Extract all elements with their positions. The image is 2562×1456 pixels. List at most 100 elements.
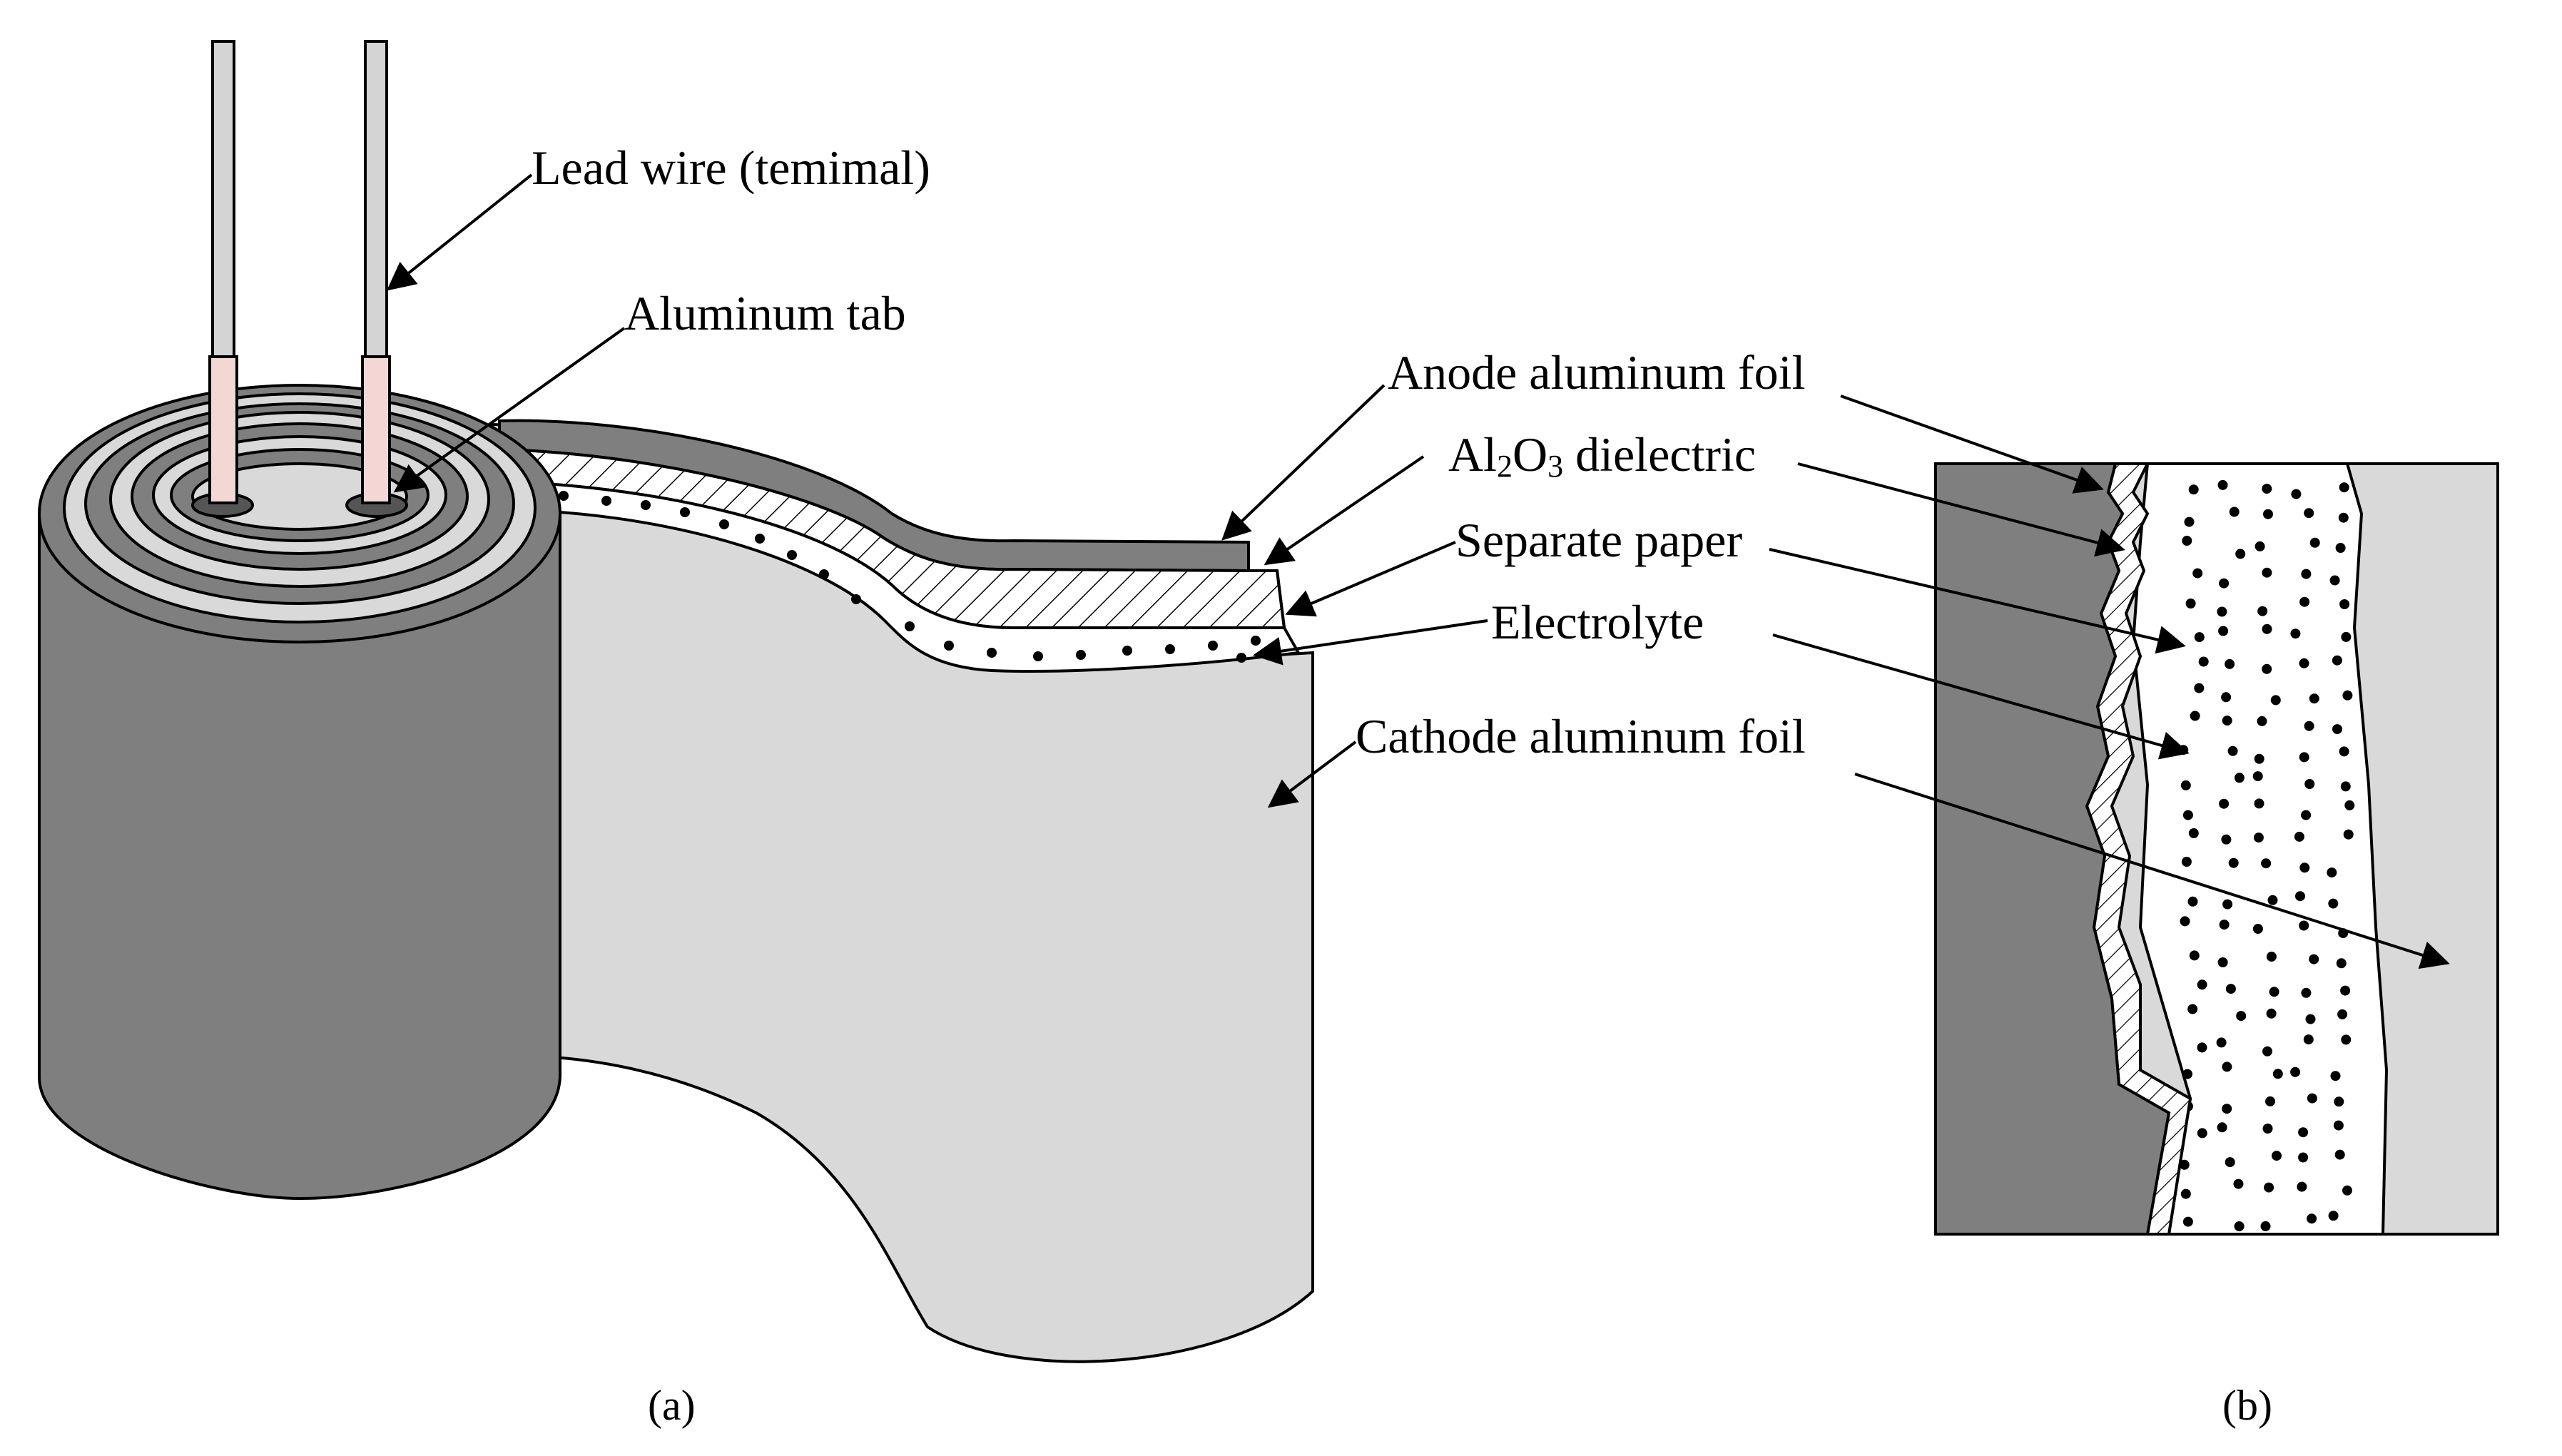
detail-electrolyte-dot [2299,752,2309,763]
lead-wire-left-upper [211,40,235,360]
detail-electrolyte-dot [2309,693,2319,704]
detail-electrolyte-dot [2218,626,2229,636]
lead-wire-right-pink [361,355,391,504]
detail-electrolyte-dot [2272,1151,2282,1161]
detail-electrolyte-dot [2227,745,2238,756]
detail-electrolyte-dot [2305,1014,2316,1024]
leader-dielectric-a [1264,455,1425,566]
detail-electrolyte-dot [2290,1066,2301,1077]
detail-electrolyte-dot [2262,567,2272,578]
label-cathode-foil: Cathode aluminum foil [1356,709,1806,763]
leader-separator-a [1285,541,1456,617]
leader-anode-a [1221,384,1386,541]
detail-electrolyte-dot [2254,798,2264,809]
detail-electrolyte-dot [2327,867,2337,878]
leader-cathode-b [1854,773,2450,969]
detail-electrolyte-dot [2266,1008,2277,1019]
electrolyte-dot [944,641,954,651]
detail-electrolyte-dot [2180,1188,2191,1199]
detail-electrolyte-dot [2309,954,2319,964]
detail-electrolyte-dot [2262,1046,2272,1057]
detail-electrolyte-dot [2328,898,2339,909]
label-separator: Separate paper [1455,513,1742,567]
electrolyte-dot [755,534,765,544]
detail-electrolyte-dot [2263,509,2273,519]
detail-electrolyte-dot [2261,858,2272,869]
detail-electrolyte-dot [2217,1122,2227,1133]
detail-electrolyte-dot [2336,958,2347,969]
detail-electrolyte-dot [2340,781,2351,792]
detail-electrolyte-dot [2262,623,2272,634]
detail-electrolyte-dot [2253,833,2264,843]
detail-electrolyte-dot [2188,828,2199,838]
caption-b: (b) [2222,1382,2272,1429]
detail-electrolyte-dot [2197,979,2207,990]
detail-electrolyte-dot [2225,658,2235,669]
detail-electrolyte-dot [2255,541,2265,551]
detail-electrolyte-dot [2335,543,2346,553]
electrolyte-dot [987,648,997,658]
detail-electrolyte-dot [2265,1096,2275,1106]
electrolyte-dot [1033,651,1043,661]
electrolyte-dot [819,569,829,579]
detail-electrolyte-dot [2342,1185,2352,1196]
electrolyte-dot [1236,653,1246,663]
detail-electrolyte-dot [2222,1104,2232,1114]
detail-electrolyte-dot [2297,1181,2307,1192]
detail-electrolyte-dot [2328,1211,2339,1221]
detail-electrolyte-dot [2235,549,2246,559]
leader-lines [386,173,2450,969]
detail-electrolyte-dot [2179,1159,2190,1170]
detail-electrolyte-dot [2217,479,2228,490]
electrolyte-dot [787,550,797,560]
detail-electrolyte-dot [2234,1221,2245,1231]
leader-separator-b [1769,548,2186,654]
detail-electrolyte-dot [2304,508,2314,519]
detail-electrolyte-dot [2309,537,2320,548]
detail-electrolyte-dot [2307,1213,2317,1224]
label-lead-wire: Lead wire (temimal) [532,141,930,195]
electrolyte-dot [1076,650,1086,660]
detail-electrolyte-dot [2339,746,2349,757]
electrolyte-dot [680,507,690,517]
detail-electrolyte-dot [2222,716,2232,726]
detail-electrolyte-dot [2233,1178,2244,1189]
detail-electrolyte-dot [2295,891,2305,902]
leader-aluminum-tab [393,327,626,493]
caption-a: (a) [648,1382,696,1429]
detail-electrolyte-dot [2190,711,2200,721]
electrolyte-dots [559,491,1261,663]
label-dielectric: Al2O3 dielectric [1448,427,1756,484]
detail-electrolyte-dot [2298,1127,2309,1138]
detail-electrolyte-dot [2225,1157,2235,1168]
detail-electrolyte-dot [2304,779,2315,789]
detail-electrolyte-dot [2262,484,2272,494]
detail-electrolyte-dot [2217,957,2228,967]
detail-electrolyte-dot [2257,606,2268,616]
electrolyte-dot [559,491,569,501]
detail-electrolyte-dot [2332,655,2342,666]
detail-electrolyte-dot [2219,578,2230,589]
detail-electrolyte-dot [2290,628,2301,639]
detail-electrolyte-dot [2301,810,2312,820]
detail-electrolyte-dot [2344,800,2355,810]
detail-electrolyte-dot [2254,753,2264,764]
detail-electrolyte-dot [2187,1004,2198,1014]
dielectric-o: O [1513,427,1547,482]
detail-electrolyte-dot [2225,984,2236,994]
detail-electrolyte-dot [2299,920,2309,931]
leader-lead-wire [386,173,533,291]
detail-electrolyte-dots [2178,479,2355,1231]
detail-electrolyte-dot [2266,952,2277,962]
detail-electrolyte-dot [2301,987,2312,998]
detail-electrolyte-dot [2299,658,2309,668]
leader-anode-b [1840,394,2104,494]
label-anode-foil: Anode aluminum foil [1388,345,1805,399]
detail-electrolyte-dot [2219,798,2230,809]
detail-electrolyte-dot [2229,506,2240,517]
detail-electrolyte-dot [2187,896,2198,907]
detail-electrolyte-dot [2184,516,2195,527]
detail-anode-foil [1936,464,2171,1234]
detail-electrolyte-dot [2257,716,2267,726]
